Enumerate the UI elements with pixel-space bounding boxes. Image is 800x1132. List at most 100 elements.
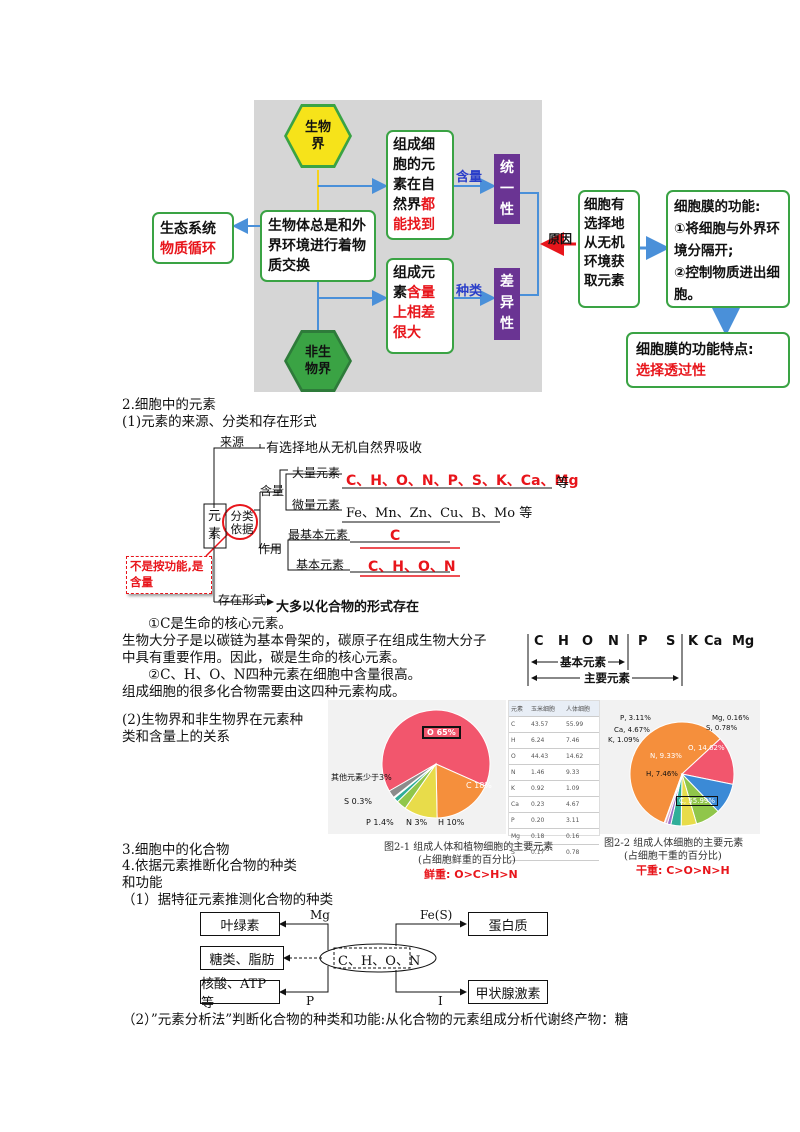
content-label: 含量	[456, 170, 483, 185]
scale-item-s: S	[666, 634, 676, 649]
macro-tail: 等	[556, 476, 570, 491]
table-cell: 9.33	[563, 764, 599, 781]
table-cell: O	[509, 748, 529, 765]
pie2-label-n: N, 9.33%	[650, 752, 682, 760]
point1: ①C是生命的核心元素。	[148, 616, 292, 632]
section4-sub1: （1）据特征元素推测化合物的种类	[122, 892, 334, 908]
table-cell: H	[509, 732, 529, 749]
center-box: 生物体总是和外界环境进行着物质交换	[260, 210, 376, 282]
table-header: 玉米细胞	[529, 701, 564, 717]
most-basic-value: C	[390, 528, 401, 544]
class-label: 分类依据	[230, 509, 254, 536]
pie2-label-h: H, 7.46%	[646, 770, 678, 778]
scale-item-o: O	[582, 634, 594, 649]
fig2-subtitle: (占细胞干重的百分比)	[624, 851, 722, 862]
point1-body2: 中具有重要作用。因此，碳是生命的核心元素。	[122, 650, 406, 666]
scale-item-p: P	[638, 634, 648, 649]
p-label: P	[306, 994, 315, 1008]
pie-slice-c	[629, 721, 721, 824]
pie1-label-p: P 1.4%	[366, 818, 394, 827]
hex-nonbio: 非生物界	[287, 333, 349, 389]
ecosystem-line1: 生态系统	[160, 221, 216, 237]
table-cell: 55.99	[563, 716, 599, 733]
bottom-element-red: 含量上相差很大	[393, 285, 435, 341]
hex-nonbio-label: 非生物界	[304, 345, 331, 377]
section2-sub2-2: 类和含量上的关系	[122, 729, 230, 745]
mg-label: Mg	[310, 908, 330, 922]
scale-item-mg: Mg	[732, 634, 755, 649]
table-cell: Mg	[509, 828, 529, 845]
content-branch-label: 含量	[260, 484, 285, 498]
difference-bar: 差异性	[494, 268, 520, 340]
membrane-feature-red: 选择透过性	[636, 363, 706, 379]
center-box-text: 生物体总是和外界环境进行着物质交换	[268, 218, 366, 274]
table-cell: 0.78	[563, 844, 599, 861]
fig1-caption: 鲜重: O>C>H>N	[424, 868, 518, 881]
role-label: 作用	[258, 542, 283, 556]
protein-box: 蛋白质	[468, 912, 548, 936]
membrane-feature-title: 细胞膜的功能特点:	[636, 342, 754, 358]
membrane-func-2: ②控制物质进出细胞。	[674, 265, 780, 303]
unity-text: 统一性	[500, 160, 514, 218]
fe-label: Fe(S)	[420, 908, 453, 922]
ecosystem-line2: 物质循环	[160, 241, 216, 257]
pie2-label-s: S, 0.78%	[706, 724, 738, 732]
scale-item-ca: Ca	[704, 634, 723, 649]
element-tree: 来源 有选择地从无机自然界吸收 元素 分类依据 含量 大量元素 C、H、O、N、…	[120, 430, 580, 616]
note-text: 不是按功能,是含量	[130, 559, 204, 589]
pie2-label-p: P, 3.11%	[620, 714, 651, 722]
pie-slice-mg	[663, 773, 683, 824]
pie1-label-s: S 0.3%	[344, 797, 372, 806]
cell-select-text: 细胞有选择地从无机环境获取元素	[584, 197, 625, 289]
membrane-func-1: ①将细胞与外界环境分隔开;	[674, 221, 780, 259]
difference-text: 差异性	[500, 274, 514, 332]
element-scale: C H O N P S K Ca Mg 基本元素 主要元素	[520, 630, 770, 690]
basic-label: 基本元素	[296, 558, 345, 572]
table-cell: 14.62	[563, 748, 599, 765]
tree-lines	[203, 444, 552, 606]
pie2-label-ca: Ca, 4.67%	[614, 726, 650, 734]
pie2-label-mg: Mg, 0.16%	[712, 714, 750, 722]
membrane-func-title: 细胞膜的功能:	[674, 199, 761, 215]
chlorophyll-box: 叶绿素	[200, 912, 280, 936]
bottom-element-box: 组成元素含量上相差很大	[386, 258, 454, 354]
section4-title1: 4.依据元素推断化合物的种类	[122, 858, 297, 874]
source-label: 来源	[220, 435, 245, 449]
top-element-red: 都能找到	[393, 197, 435, 233]
pie-slice-c	[435, 763, 486, 819]
compound-lines	[279, 920, 467, 996]
pie-slice-o	[680, 738, 735, 785]
pie2-label-k: K, 1.09%	[608, 736, 640, 744]
scale-basic-label: 基本元素	[558, 654, 608, 670]
pie1-label-n: N 3%	[406, 818, 428, 827]
section2-title: 2.细胞中的元素	[122, 397, 216, 413]
table-cell: 44.43	[529, 748, 564, 765]
table-cell: 1.46	[529, 764, 564, 781]
fig2-caption: 干重: C>O>N>H	[636, 864, 730, 877]
thyroid-box: 甲状腺激素	[468, 980, 548, 1004]
nucleic-text: 核酸、ATP等	[201, 977, 267, 1011]
table-cell: Ca	[509, 796, 529, 813]
i-label: I	[438, 994, 443, 1008]
exist-text: 大多以化合物的形式存在	[276, 600, 420, 615]
section2-sub2-1: (2)生物界和非生物界在元素种	[122, 712, 304, 728]
table-cell: 0.18	[529, 828, 564, 845]
hex-bio-label: 生物界	[304, 120, 331, 152]
exist-label: 存在形式	[218, 593, 267, 607]
table-cell: 1.09	[563, 780, 599, 797]
scale-item-k: K	[688, 634, 699, 649]
table-cell: 0.16	[563, 828, 599, 845]
chlorophyll-text: 叶绿素	[220, 918, 260, 934]
fig1-title: 图2-1 组成人体和植物细胞的主要元素	[384, 842, 554, 853]
basic-value: C、H、O、N	[368, 559, 456, 575]
bottom-element-black: 组成元素	[393, 265, 435, 301]
fig1-subtitle: (占细胞鲜重的百分比)	[418, 855, 516, 866]
element-label: 元素	[208, 509, 222, 542]
